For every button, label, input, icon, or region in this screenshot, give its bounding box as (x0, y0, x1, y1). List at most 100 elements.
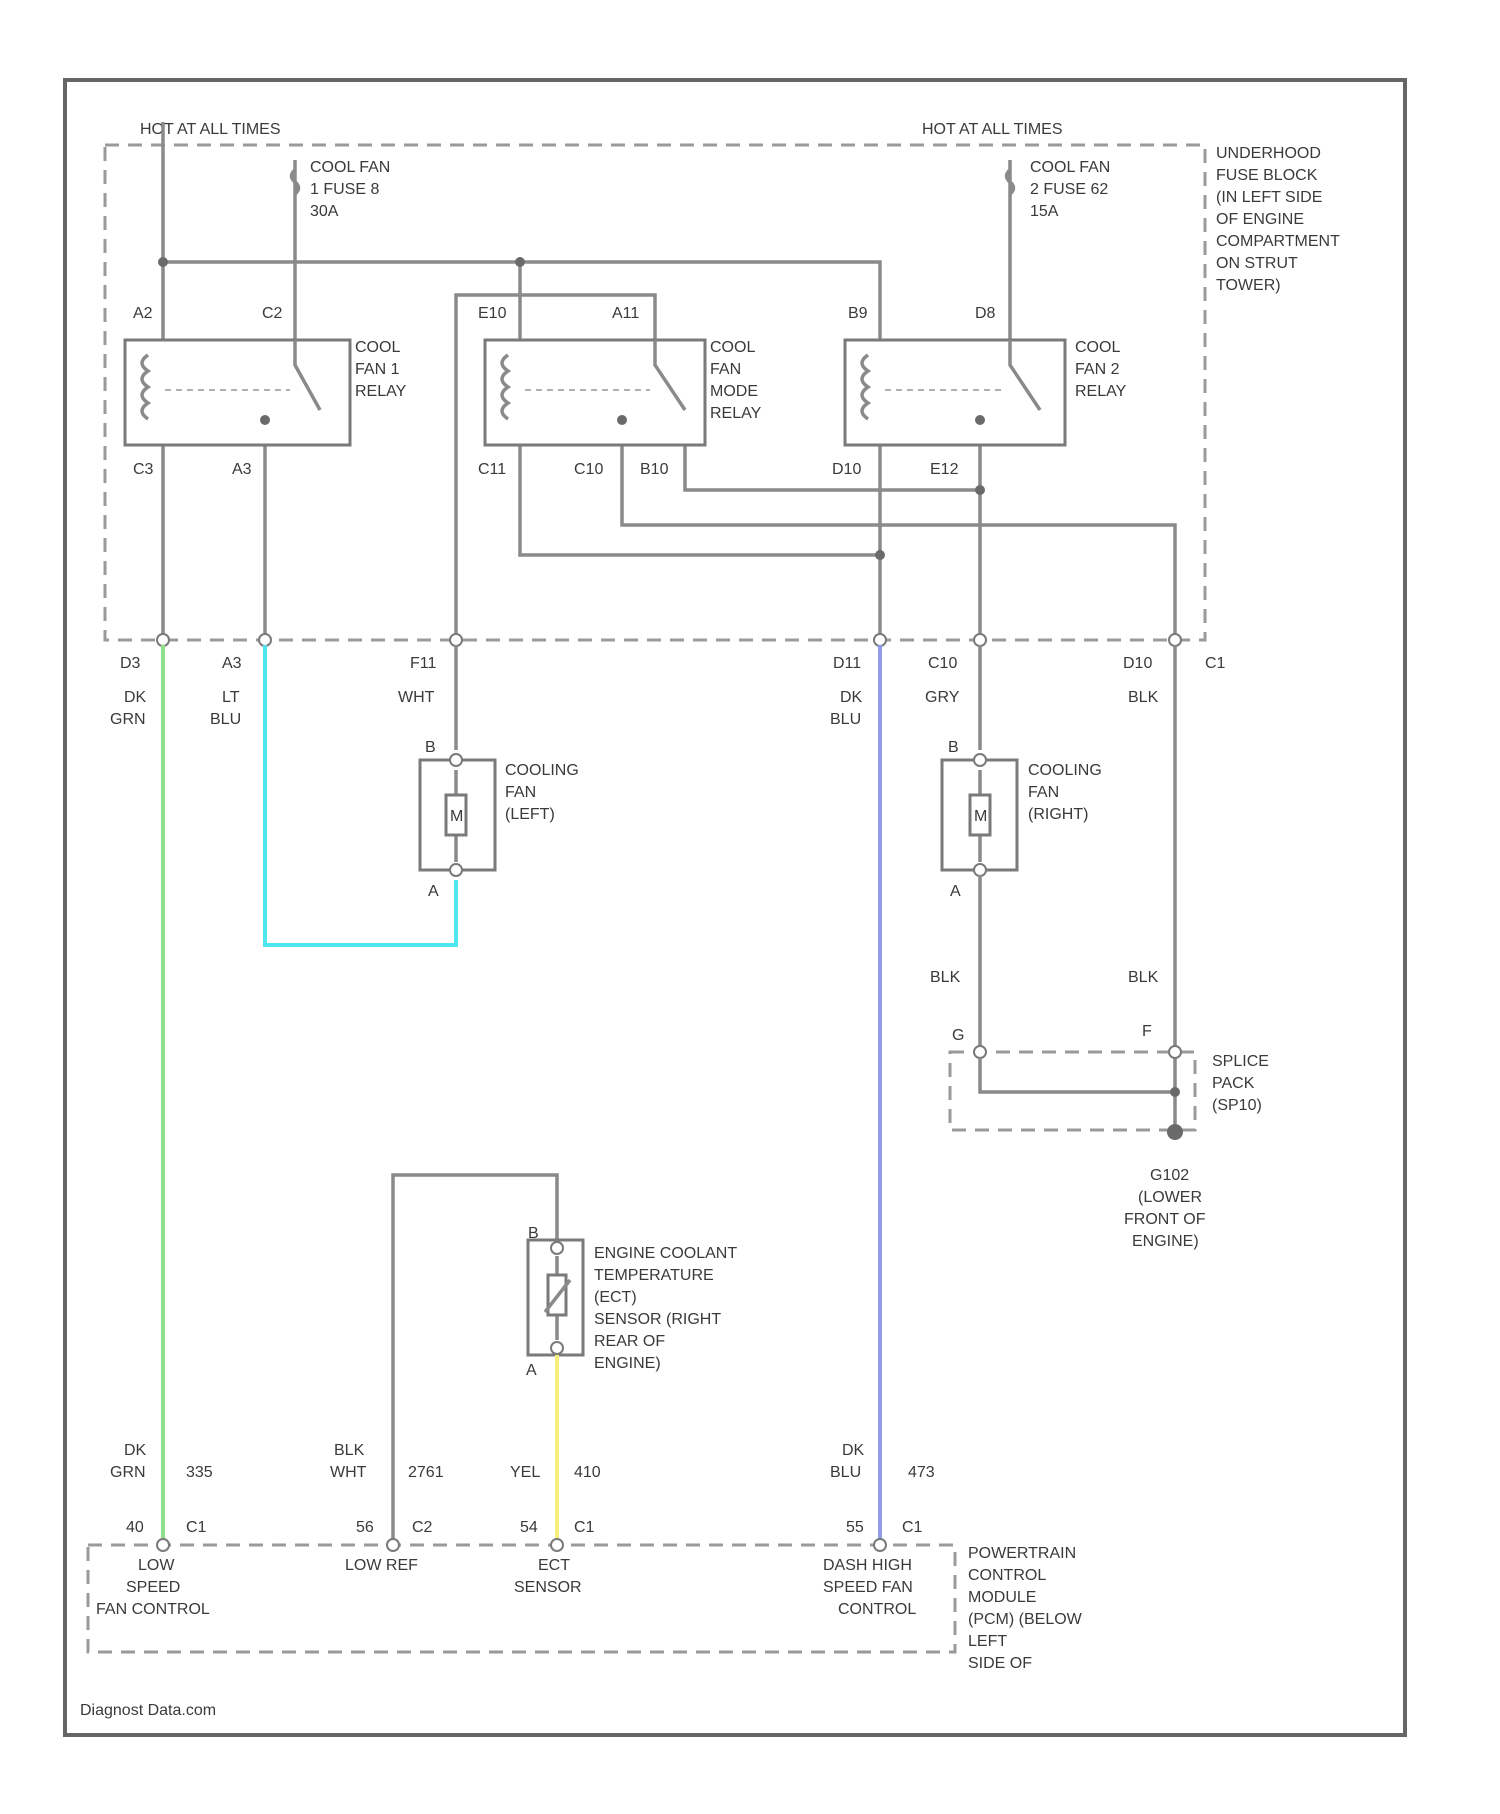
pin-a2: A2 (133, 305, 153, 322)
svg-text:B: B (425, 739, 436, 756)
svg-text:PACK: PACK (1212, 1075, 1255, 1092)
pin-c10: C10 (574, 461, 603, 478)
svg-text:FAN CONTROL: FAN CONTROL (96, 1601, 210, 1618)
pin-d10: D10 (832, 461, 861, 478)
svg-text:LEFT: LEFT (968, 1633, 1007, 1650)
cooling-fan-right: M B A COOLING FAN (RIGHT) (942, 739, 1102, 900)
svg-text:BLU: BLU (210, 711, 241, 728)
svg-text:(PCM) (BELOW: (PCM) (BELOW (968, 1611, 1083, 1628)
svg-text:55: 55 (846, 1519, 864, 1536)
svg-text:ECT: ECT (538, 1557, 570, 1574)
svg-text:(ECT): (ECT) (594, 1289, 637, 1306)
hot-label-left: HOT AT ALL TIMES (140, 121, 281, 138)
svg-text:A: A (526, 1362, 537, 1379)
svg-text:TOWER): TOWER) (1216, 277, 1281, 294)
svg-text:BLK: BLK (1128, 689, 1159, 706)
svg-text:A: A (950, 883, 961, 900)
svg-text:OF ENGINE: OF ENGINE (1216, 211, 1304, 228)
pcm-module: 40 C1 56 C2 54 C1 55 C1 LOW SPEED FAN CO… (88, 1519, 1083, 1672)
svg-text:1 FUSE 8: 1 FUSE 8 (310, 181, 379, 198)
svg-text:COOLING: COOLING (505, 762, 579, 779)
svg-text:COMPARTMENT: COMPARTMENT (1216, 233, 1340, 250)
svg-text:FUSE BLOCK: FUSE BLOCK (1216, 167, 1318, 184)
cooling-fan-left: M B A COOLING FAN (LEFT) (420, 739, 579, 900)
svg-text:FAN 2: FAN 2 (1075, 361, 1120, 378)
svg-text:BLU: BLU (830, 1464, 861, 1481)
conn-f11: F11 (410, 655, 436, 672)
svg-text:RELAY: RELAY (355, 383, 407, 400)
svg-text:UNDERHOOD: UNDERHOOD (1216, 145, 1321, 162)
svg-text:ON STRUT: ON STRUT (1216, 255, 1298, 272)
pin-c2: C2 (262, 305, 283, 322)
conn-c1: C1 (1205, 655, 1226, 672)
svg-text:15A: 15A (1030, 203, 1059, 220)
svg-text:40: 40 (126, 1519, 144, 1536)
pin-a3: A3 (232, 461, 252, 478)
svg-text:LT: LT (222, 689, 240, 706)
svg-text:A: A (428, 883, 439, 900)
svg-text:FAN: FAN (710, 361, 741, 378)
svg-text:LOW REF: LOW REF (345, 1557, 418, 1574)
ground-g102: G102 (LOWER FRONT OF ENGINE) (1124, 1167, 1206, 1250)
svg-text:C2: C2 (412, 1519, 433, 1536)
svg-text:DK: DK (124, 1442, 147, 1459)
pin-e10: E10 (478, 305, 507, 322)
cool-fan-1-relay: COOL FAN 1 RELAY (125, 339, 407, 445)
svg-text:WHT: WHT (398, 689, 435, 706)
pin-b10: B10 (640, 461, 669, 478)
svg-text:COOL FAN: COOL FAN (1030, 159, 1110, 176)
motor-icon: M (450, 808, 463, 825)
svg-text:SENSOR (RIGHT: SENSOR (RIGHT (594, 1311, 721, 1328)
svg-text:GRN: GRN (110, 711, 146, 728)
svg-text:335: 335 (186, 1464, 213, 1481)
svg-text:(SP10): (SP10) (1212, 1097, 1262, 1114)
pin-d8: D8 (975, 305, 996, 322)
svg-text:COOL: COOL (1075, 339, 1120, 356)
svg-text:G: G (952, 1027, 964, 1044)
svg-text:SPEED: SPEED (126, 1579, 180, 1596)
conn-d3: D3 (120, 655, 141, 672)
svg-text:TEMPERATURE: TEMPERATURE (594, 1267, 714, 1284)
svg-text:POWERTRAIN: POWERTRAIN (968, 1545, 1076, 1562)
svg-text:RELAY: RELAY (1075, 383, 1127, 400)
svg-text:CONTROL: CONTROL (968, 1567, 1046, 1584)
svg-text:DK: DK (124, 689, 147, 706)
cool-fan-mode-relay: COOL FAN MODE RELAY (485, 339, 762, 445)
svg-text:SPEED FAN: SPEED FAN (823, 1579, 913, 1596)
svg-text:C1: C1 (902, 1519, 923, 1536)
pin-b9: B9 (848, 305, 868, 322)
pin-c3: C3 (133, 461, 154, 478)
svg-text:410: 410 (574, 1464, 601, 1481)
svg-text:(RIGHT): (RIGHT) (1028, 806, 1088, 823)
svg-text:MODULE: MODULE (968, 1589, 1036, 1606)
svg-text:ENGINE): ENGINE) (1132, 1233, 1199, 1250)
svg-text:FAN: FAN (1028, 784, 1059, 801)
svg-text:ENGINE COOLANT: ENGINE COOLANT (594, 1245, 737, 1262)
svg-text:G102: G102 (1150, 1167, 1189, 1184)
footer-credit: Diagnost Data.com (80, 1702, 216, 1719)
svg-text:FAN 1: FAN 1 (355, 361, 400, 378)
svg-text:SIDE OF: SIDE OF (968, 1655, 1032, 1672)
svg-text:SPLICE: SPLICE (1212, 1053, 1269, 1070)
svg-text:2 FUSE 62: 2 FUSE 62 (1030, 181, 1108, 198)
svg-text:(LOWER: (LOWER (1138, 1189, 1202, 1206)
svg-text:B: B (948, 739, 959, 756)
pin-a11: A11 (612, 305, 639, 322)
conn-d10: D10 (1123, 655, 1152, 672)
svg-text:COOLING: COOLING (1028, 762, 1102, 779)
svg-text:DASH HIGH: DASH HIGH (823, 1557, 912, 1574)
svg-text:GRN: GRN (110, 1464, 146, 1481)
svg-text:COOL: COOL (710, 339, 755, 356)
conn-d11: D11 (833, 655, 861, 672)
svg-text:C1: C1 (574, 1519, 595, 1536)
hot-label-right: HOT AT ALL TIMES (922, 121, 1063, 138)
svg-text:2761: 2761 (408, 1464, 444, 1481)
svg-text:56: 56 (356, 1519, 374, 1536)
underhood-fuse-block: HOT AT ALL TIMES HOT AT ALL TIMES UNDERH… (105, 121, 1340, 646)
fuse-icon-2 (1007, 160, 1014, 210)
svg-text:(IN LEFT SIDE: (IN LEFT SIDE (1216, 189, 1322, 206)
svg-text:BLK: BLK (334, 1442, 365, 1459)
motor-icon: M (974, 808, 987, 825)
pin-c11: C11 (478, 461, 506, 478)
